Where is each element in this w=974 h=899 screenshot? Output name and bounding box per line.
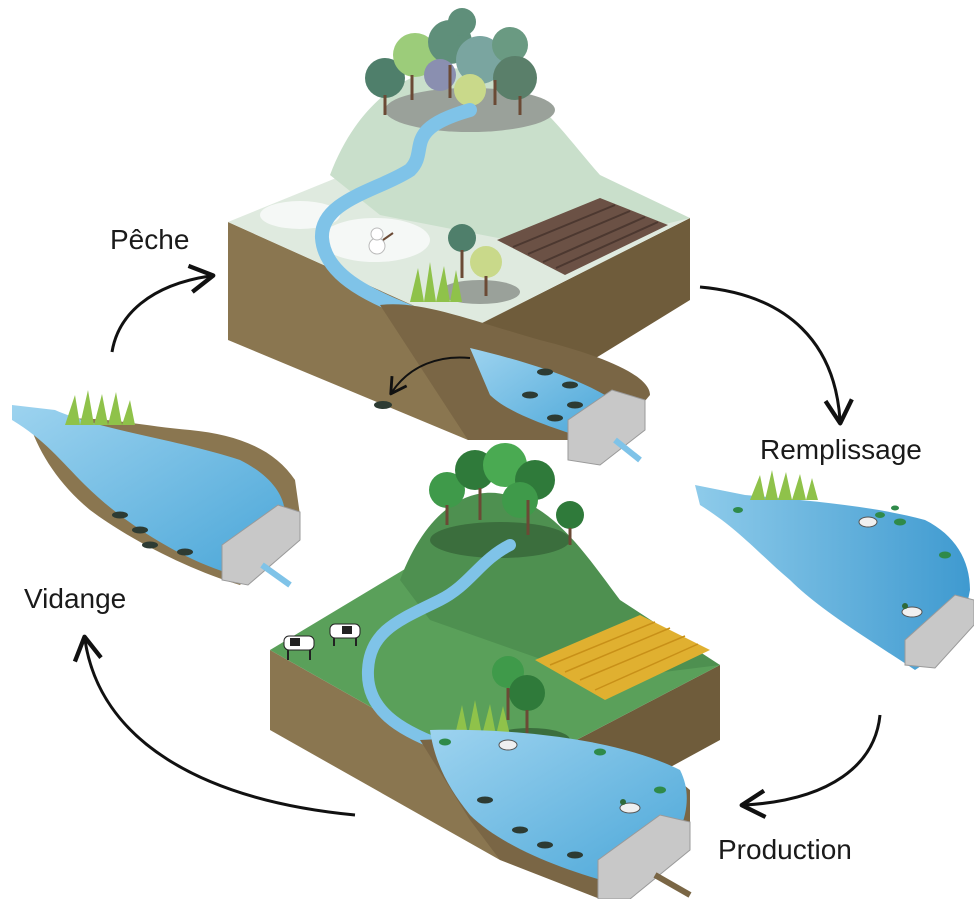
label-production: Production xyxy=(718,834,852,865)
drained-pond-water xyxy=(12,405,285,575)
label-vidange: Vidange xyxy=(24,583,127,614)
crop-field xyxy=(535,615,710,700)
winter-landscape-block xyxy=(228,8,690,466)
arrow-vidange-to-peche xyxy=(110,263,216,353)
label-peche: Pêche xyxy=(110,224,190,255)
drained-reeds xyxy=(65,390,135,425)
label-remplissage: Remplissage xyxy=(760,434,922,465)
filling-pond-water xyxy=(695,485,970,670)
summer-river xyxy=(361,539,516,751)
arrow-production-to-vidange xyxy=(72,634,356,817)
drained-dam xyxy=(221,504,301,586)
drained-pond-block xyxy=(12,390,301,588)
summer-dam xyxy=(597,814,691,899)
plowed-furrows xyxy=(512,204,659,269)
filling-reeds xyxy=(750,470,818,500)
drained-fish xyxy=(112,511,193,556)
crop-rows xyxy=(549,621,699,691)
caught-fish xyxy=(374,401,392,409)
filling-dam xyxy=(904,594,974,669)
drained-outlet-pipe xyxy=(260,562,292,588)
cows xyxy=(283,623,361,660)
fish-group xyxy=(522,368,583,422)
winter-dam xyxy=(567,389,646,466)
plowed-field xyxy=(497,198,668,275)
arrow-peche-to-remplissage xyxy=(699,285,854,426)
filling-pond-block xyxy=(695,470,974,670)
summer-forest xyxy=(429,443,584,558)
winter-outlet-pipe xyxy=(613,437,642,463)
summer-outlet-pipe xyxy=(653,872,692,898)
winter-reeds xyxy=(410,262,462,302)
summer-lily-pads xyxy=(439,738,666,794)
summer-fish xyxy=(477,796,583,859)
summer-ducks xyxy=(498,739,641,814)
fish-catch-arrow xyxy=(389,356,471,396)
summer-landscape-block xyxy=(270,443,720,899)
summer-soil-left xyxy=(270,650,500,860)
arrow-remplissage-to-production xyxy=(739,714,882,819)
snowman xyxy=(368,227,394,255)
filling-ducks xyxy=(858,516,923,618)
winter-soil-left xyxy=(228,222,468,440)
lily-pads xyxy=(733,505,951,559)
